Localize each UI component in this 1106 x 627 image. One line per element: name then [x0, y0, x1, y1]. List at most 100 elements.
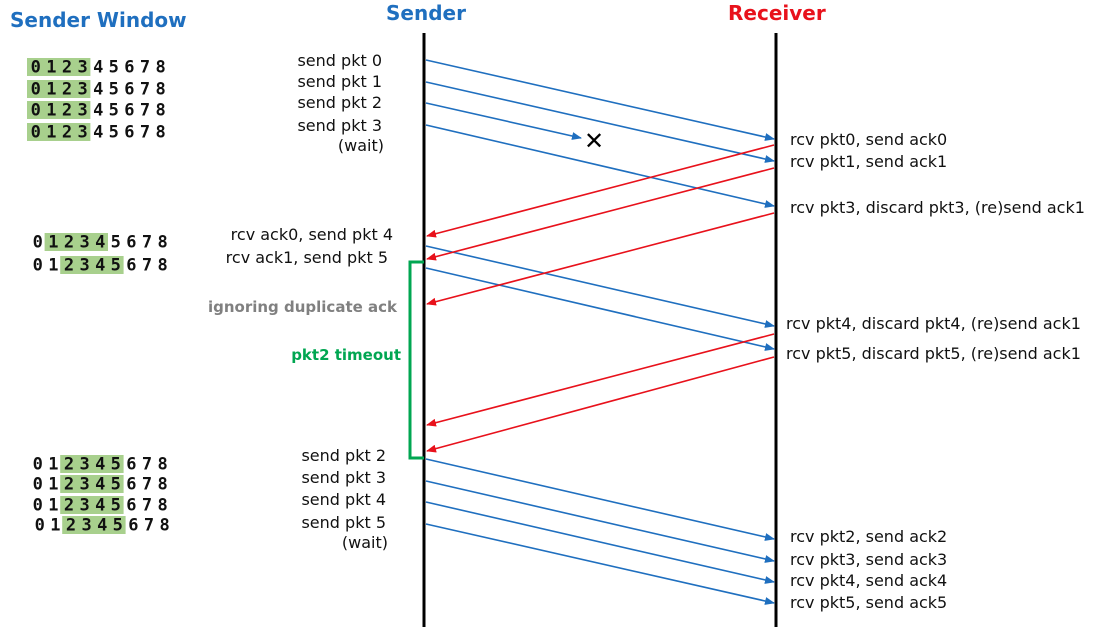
sequence-number: 4 — [95, 496, 105, 516]
sequence-number: 3 — [79, 455, 89, 475]
receiver-title: Receiver — [728, 1, 826, 25]
pkt2-lost-arrow — [425, 102, 582, 140]
receiver-label: rcv pkt3, discard pkt3, (re)send ack1 — [790, 198, 1085, 217]
sequence-number: 5 — [109, 58, 119, 78]
pkt5-resend-arrow — [425, 523, 775, 605]
sequence-number: 1 — [46, 101, 56, 121]
sequence-number: 4 — [97, 516, 107, 536]
window-highlight — [60, 256, 124, 274]
sequence-number: 0 — [33, 455, 43, 475]
sequence-number: 4 — [95, 233, 105, 253]
sequence-number: 6 — [126, 256, 136, 276]
window-highlight — [60, 496, 124, 514]
sequence-number: 5 — [109, 101, 119, 121]
sequence-number: 3 — [79, 233, 89, 253]
sequence-number: 8 — [157, 455, 167, 475]
sequence-number: 1 — [48, 455, 58, 475]
sequence-number: 7 — [144, 516, 154, 536]
sequence-number: 8 — [157, 233, 167, 253]
window-highlight — [62, 516, 126, 534]
sequence-number: 1 — [48, 475, 58, 495]
sequence-number: 2 — [64, 256, 74, 276]
window-highlight — [27, 58, 91, 76]
sequence-number: 7 — [140, 58, 150, 78]
sender-window-title: Sender Window — [10, 8, 187, 32]
receiver-label: rcv pkt3, send ack3 — [790, 550, 947, 569]
sequence-number: 6 — [124, 101, 134, 121]
sequence-number: 4 — [93, 123, 103, 143]
sequence-number: 7 — [142, 496, 152, 516]
sequence-number: 0 — [35, 516, 45, 536]
pkt3-resend-arrow — [425, 480, 775, 563]
sequence-number: 0 — [31, 101, 41, 121]
ack0-arrow — [426, 144, 775, 238]
sequence-number: 5 — [113, 516, 123, 536]
sequence-number: 2 — [62, 123, 72, 143]
sequence-number: 3 — [79, 496, 89, 516]
sequence-number: 7 — [142, 256, 152, 276]
receiver-label: rcv pkt2, send ack2 — [790, 527, 947, 546]
sequence-number: 7 — [140, 101, 150, 121]
sender-labels: send pkt 0 send pkt 1 send pkt 2 send pk… — [226, 51, 393, 552]
sequence-number: 7 — [140, 80, 150, 100]
sequence-number: 8 — [155, 80, 165, 100]
sequence-number: 8 — [159, 516, 169, 536]
sender-label: send pkt 2 — [297, 93, 382, 112]
sequence-number: 6 — [126, 233, 136, 253]
dup-ack1-arrow — [426, 356, 775, 453]
sequence-number: 6 — [124, 80, 134, 100]
sequence-number: 0 — [33, 496, 43, 516]
sequence-number: 5 — [111, 256, 121, 276]
sender-label: send pkt 2 — [301, 446, 386, 465]
sequence-number: 3 — [77, 58, 87, 78]
sender-label: send pkt 5 — [301, 513, 386, 532]
sequence-number: 2 — [62, 58, 72, 78]
sequence-number: 3 — [81, 516, 91, 536]
lost-packet-x-icon: ✕ — [584, 127, 604, 155]
sequence-number: 8 — [157, 256, 167, 276]
sequence-number: 5 — [109, 80, 119, 100]
receiver-label: rcv pkt5, discard pkt5, (re)send ack1 — [786, 344, 1081, 363]
sequence-number: 0 — [31, 80, 41, 100]
sequence-number: 3 — [79, 256, 89, 276]
sequence-number: 1 — [48, 496, 58, 516]
sequence-number: 4 — [95, 455, 105, 475]
sequence-number: 6 — [126, 475, 136, 495]
wait-label: (wait) — [342, 533, 388, 552]
sequence-number: 1 — [46, 80, 56, 100]
sequence-number: 6 — [126, 455, 136, 475]
window-highlight — [27, 80, 91, 98]
ignoring-duplicate-ack-note: ignoring duplicate ack — [208, 298, 398, 316]
sequence-number: 5 — [111, 233, 121, 253]
sequence-number: 1 — [48, 233, 58, 253]
wait-label: (wait) — [338, 136, 384, 155]
sequence-number: 4 — [93, 101, 103, 121]
receiver-label: rcv pkt0, send ack0 — [790, 130, 947, 149]
sequence-number: 5 — [111, 455, 121, 475]
pkt2-resend-arrow — [425, 458, 775, 541]
sequence-number: 1 — [46, 58, 56, 78]
sequence-number: 1 — [50, 516, 60, 536]
sender-label: send pkt 3 — [297, 116, 382, 135]
ack1-arrow — [426, 167, 775, 261]
packet-arrows — [425, 59, 775, 605]
sequence-number: 4 — [95, 256, 105, 276]
sender-label: send pkt 4 — [301, 490, 386, 509]
sequence-number: 1 — [46, 123, 56, 143]
sequence-number: 0 — [31, 123, 41, 143]
sequence-number: 1 — [48, 256, 58, 276]
sequence-number: 0 — [33, 475, 43, 495]
pkt3-arrow — [425, 124, 775, 208]
pkt0-arrow — [425, 59, 775, 141]
pkt4-arrow — [425, 245, 775, 328]
sequence-number: 5 — [111, 475, 121, 495]
receiver-label: rcv pkt4, send ack4 — [790, 571, 947, 590]
